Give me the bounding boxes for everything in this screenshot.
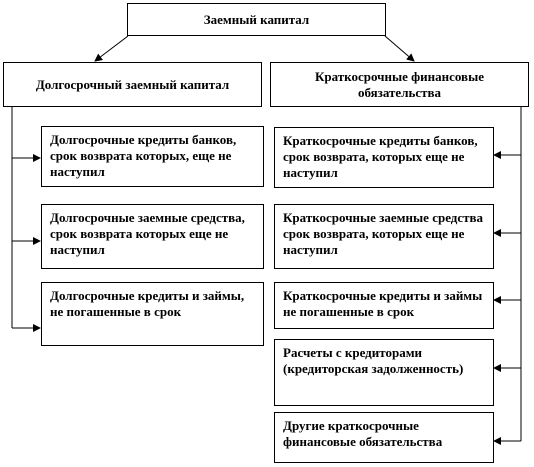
long-term-item-3: Долгосрочные кредиты и займы, не погашен… bbox=[41, 282, 264, 346]
short-term-item-1: Краткосрочные кредиты банков, срок возвр… bbox=[274, 127, 494, 188]
short-term-item-3: Краткосрочные кредиты и займы не погашен… bbox=[274, 282, 494, 329]
arrow-root-to-short-term bbox=[384, 35, 415, 62]
long-term-item-text: Долгосрочные кредиты банков, срок возвра… bbox=[50, 132, 237, 179]
short-term-item-text: Расчеты с кредиторами (кредиторская задо… bbox=[283, 345, 464, 376]
short-term-item-2: Краткосрочные заемные средства срок возв… bbox=[274, 204, 494, 269]
short-term-item-text: Другие краткосрочные финансовые обязател… bbox=[283, 418, 443, 449]
short-term-item-5: Другие краткосрочные финансовые обязател… bbox=[274, 412, 494, 463]
long-term-item-text: Долгосрочные заемные средства, срок возв… bbox=[50, 210, 245, 257]
long-term-title: Долгосрочный заемный капитал bbox=[35, 76, 230, 92]
short-term-item-4: Расчеты с кредиторами (кредиторская задо… bbox=[274, 339, 494, 406]
short-term-item-text: Краткосрочные кредиты и займы не погашен… bbox=[283, 288, 483, 319]
long-term-node: Долгосрочный заемный капитал bbox=[3, 62, 262, 107]
arrow-root-to-long-term bbox=[94, 35, 129, 62]
root-label: Заемный капитал bbox=[203, 11, 310, 27]
long-term-item-2: Долгосрочные заемные средства, срок возв… bbox=[41, 204, 264, 269]
short-term-node: Краткосрочные финансовые обязательства bbox=[270, 62, 529, 107]
short-term-title: Краткосрочные финансовые обязательства bbox=[314, 68, 485, 100]
short-term-item-text: Краткосрочные кредиты банков, срок возвр… bbox=[283, 133, 478, 180]
long-term-item-1: Долгосрочные кредиты банков, срок возвра… bbox=[41, 126, 264, 187]
root-node: Заемный капитал bbox=[127, 3, 386, 36]
short-term-item-text: Краткосрочные заемные средства срок возв… bbox=[283, 210, 484, 257]
long-term-item-text: Долгосрочные кредиты и займы, не погашен… bbox=[50, 288, 245, 319]
